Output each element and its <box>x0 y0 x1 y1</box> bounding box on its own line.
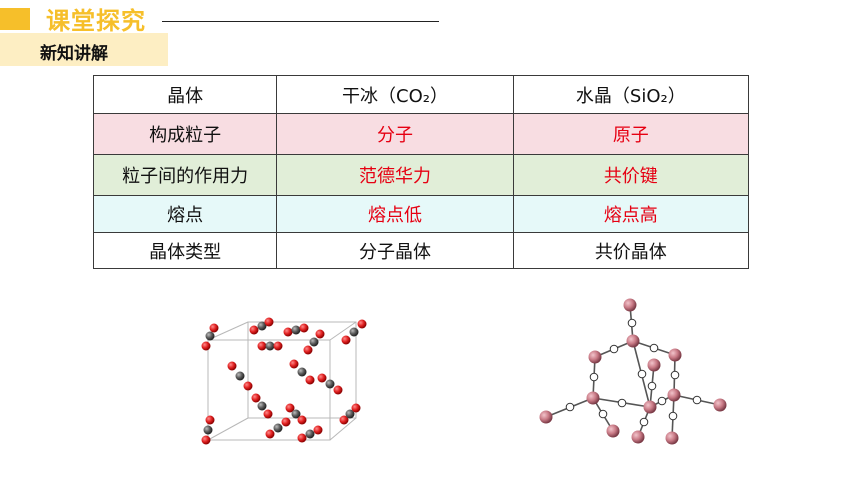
table-header-cell: 水晶（SiO₂） <box>512 75 750 114</box>
subtitle-text: 新知讲解 <box>40 44 108 64</box>
table-header-cell: 晶体 <box>92 75 278 114</box>
value-cell: 分子晶体 <box>276 232 514 269</box>
quartz-structure-figure <box>539 298 727 445</box>
silicon-atoms <box>539 298 727 445</box>
table-row: 构成粒子 分子 原子 <box>92 113 750 155</box>
dry-ice-structure-figure <box>201 317 367 445</box>
answer-cell: 范德华力 <box>276 154 514 196</box>
row-label-cell: 熔点 <box>92 195 278 233</box>
title-underline <box>162 21 439 22</box>
table-header-row: 晶体 干冰（CO₂） 水晶（SiO₂） <box>92 75 750 114</box>
value-cell: 共价晶体 <box>512 232 750 269</box>
section-accent-bar <box>0 8 30 30</box>
row-label-cell: 粒子间的作用力 <box>92 154 278 196</box>
comparison-table: 晶体 干冰（CO₂） 水晶（SiO₂） 构成粒子 分子 原子 粒子间的作用力 范… <box>92 75 750 269</box>
row-label-cell: 构成粒子 <box>92 113 278 155</box>
table-row: 晶体类型 分子晶体 共价晶体 <box>92 232 750 269</box>
answer-cell: 共价键 <box>512 154 750 196</box>
answer-cell: 原子 <box>512 113 750 155</box>
table-row: 粒子间的作用力 范德华力 共价键 <box>92 154 750 196</box>
co2-molecules <box>201 317 367 445</box>
answer-cell: 熔点低 <box>276 195 514 233</box>
answer-cell: 分子 <box>276 113 514 155</box>
table-header-cell: 干冰（CO₂） <box>276 75 514 114</box>
section-title: 课堂探究 <box>46 7 146 35</box>
oxygen-atoms <box>565 318 702 427</box>
row-label-cell: 晶体类型 <box>92 232 278 269</box>
answer-cell: 熔点高 <box>512 195 750 233</box>
subtitle-box <box>0 33 168 66</box>
table-row: 熔点 熔点低 熔点高 <box>92 195 750 233</box>
